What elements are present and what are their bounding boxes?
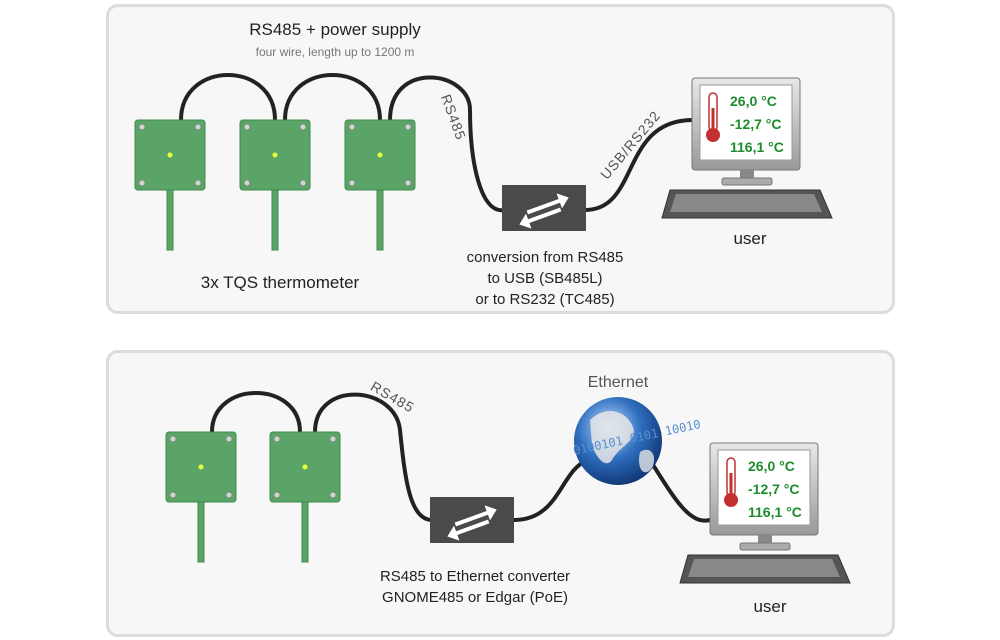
reading-2: -12,7 °C — [730, 116, 782, 132]
reading-1: 26,0 °C — [748, 458, 795, 474]
converter-line-2: GNOME485 or Edgar (PoE) — [382, 589, 568, 606]
converter-line-2: to USB (SB485L) — [487, 270, 603, 287]
sensors-label: 3x TQS thermometer — [200, 273, 360, 292]
bottom-wires — [210, 391, 712, 523]
converter-line-1: conversion from RS485 — [466, 249, 624, 266]
readings-bottom: 26,0 °C -12,7 °C 116,1 °C — [748, 455, 802, 524]
user-label-top: user — [733, 229, 767, 248]
converter-label-top: conversion from RS485 to USB (SB485L) or… — [440, 247, 650, 310]
top-title: RS485 + power supply — [249, 20, 421, 39]
converter-line-3: or to RS232 (TC485) — [475, 291, 615, 308]
globe-icon — [574, 397, 662, 485]
reading-3: 116,1 °C — [748, 504, 802, 520]
converter-usb — [502, 185, 586, 233]
sensor-1 — [134, 119, 206, 251]
converter-line-1: RS485 to Ethernet converter — [379, 568, 571, 585]
sensor-2 — [239, 119, 311, 251]
converter-label-bottom: RS485 to Ethernet converter GNOME485 or … — [355, 566, 595, 608]
converter-ethernet — [430, 497, 514, 545]
sensor-3 — [344, 119, 416, 251]
top-wires — [179, 73, 695, 213]
reading-3: 116,1 °C — [730, 139, 784, 155]
reading-2: -12,7 °C — [748, 481, 800, 497]
reading-1: 26,0 °C — [730, 93, 777, 109]
sensor-5 — [269, 431, 341, 563]
readings-top: 26,0 °C -12,7 °C 116,1 °C — [730, 90, 784, 159]
user-label-bottom: user — [753, 597, 787, 616]
sensor-4 — [165, 431, 237, 563]
ethernet-label: Ethernet — [587, 374, 649, 391]
top-subtitle: four wire, length up to 1200 m — [255, 45, 415, 59]
